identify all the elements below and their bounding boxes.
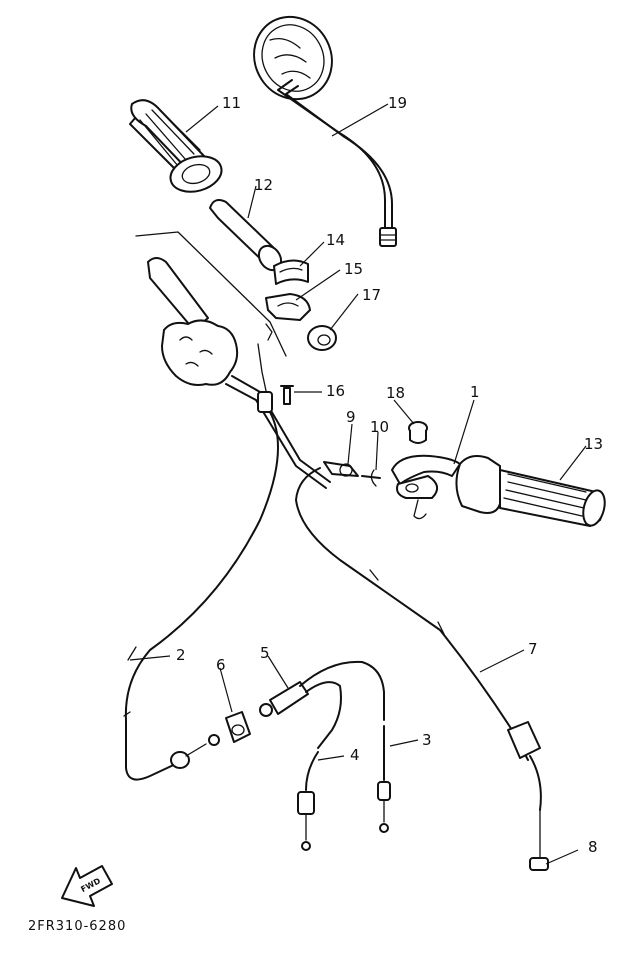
callout-18: 18 [386,384,405,402]
left-handlebar-assembly [147,257,331,489]
diagram-code: 2FR310-6280 [28,919,126,934]
callout-7: 7 [528,640,538,658]
callout-16: 16 [326,382,345,400]
throttle-collar [307,325,337,351]
callout-8: 8 [588,838,598,856]
callout-1: 1 [470,383,480,401]
cable-4-end [297,751,319,851]
callout-10: 10 [370,418,389,436]
callout-9: 9 [346,408,356,426]
right-handlebar-grip [455,455,606,527]
callout-3: 3 [422,731,432,749]
left-handlebar-grip [129,99,223,193]
clutch-cable [295,467,542,861]
callout-12: 12 [254,176,273,194]
callout-5: 5 [260,644,270,662]
throttle-housing-cap [273,259,309,285]
cap-button [408,421,428,444]
cable-adjuster [225,711,251,743]
callout-15: 15 [344,260,363,278]
callout-11: 11 [222,94,241,112]
cable-junction [259,660,385,749]
screw [280,385,294,405]
assembly-outline [135,231,287,357]
callout-19: 19 [388,94,407,112]
leader-lines [129,103,587,865]
cable-3-end [377,725,391,833]
callout-17: 17 [362,286,381,304]
clutch-lever-holder [323,454,461,520]
cable-8-end [529,857,549,871]
callout-labels: 11 19 12 14 15 17 16 18 1 13 9 10 2 6 5 … [176,94,603,856]
throttle-housing-half [265,293,311,341]
throttle-grip-sleeve [209,199,283,272]
throttle-cable [123,411,279,781]
forward-arrow-icon: FWD [61,865,113,907]
rear-view-mirror [253,15,397,247]
callout-13: 13 [584,435,603,453]
callout-14: 14 [326,231,345,249]
callout-2: 2 [176,646,186,664]
callout-6: 6 [216,656,226,674]
callout-4: 4 [350,746,360,764]
